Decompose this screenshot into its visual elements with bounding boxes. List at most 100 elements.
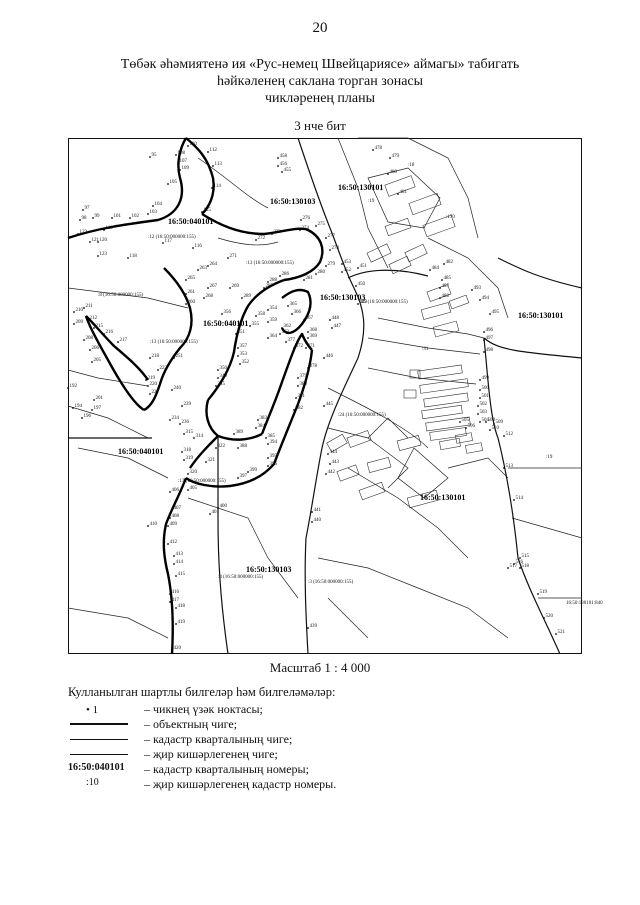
boundary-point-number: 496 <box>486 328 494 333</box>
boundary-point-number: 358 <box>258 312 266 317</box>
parcel-boundary-segment <box>427 237 509 319</box>
boundary-point-number: 501 <box>482 394 490 399</box>
boundary-point-number: 414 <box>176 560 184 565</box>
boundary-point-number: 388 <box>240 444 248 449</box>
boundary-point-number: 322 <box>218 444 226 449</box>
parcel-number-label: :3 (16:50:000000:155) <box>308 580 353 585</box>
boundary-point-number: 321 <box>208 458 216 463</box>
boundary-point-number: 97 <box>85 206 91 211</box>
boundary-point-number: 201 <box>96 396 104 401</box>
boundary-point-dot <box>293 409 295 411</box>
boundary-point-number: 417 <box>172 598 180 603</box>
boundary-point-dot <box>181 405 183 407</box>
boundary-point-dot <box>307 627 309 629</box>
boundary-point-dot <box>263 287 265 289</box>
boundary-point-dot <box>73 323 75 325</box>
boundary-point-number: 354 <box>270 306 278 311</box>
boundary-point-number: 418 <box>178 604 186 609</box>
parcel-number-label: :19 <box>368 199 375 204</box>
boundary-point-number: 442 <box>328 470 336 475</box>
boundary-point-number: 449 <box>360 300 368 305</box>
boundary-point-number: 118 <box>130 254 138 259</box>
legend-title: Кулланылган шартлы билгеләр һәм билгеләм… <box>68 685 336 699</box>
boundary-point-number: 445 <box>326 402 334 407</box>
boundary-point-number: 510 <box>492 426 500 431</box>
boundary-point-number: 114 <box>214 184 222 189</box>
object-boundary-segment <box>84 315 145 412</box>
boundary-point-dot <box>465 427 467 429</box>
building-outline <box>408 192 442 216</box>
boundary-point-dot <box>307 331 309 333</box>
building-outline <box>448 294 470 310</box>
boundary-point-number: 450 <box>358 282 366 287</box>
boundary-point-number: 377 <box>288 338 296 343</box>
boundary-point-dot <box>227 257 229 259</box>
boundary-point-number: 520 <box>546 614 554 619</box>
parcel-boundary-segment <box>447 457 509 479</box>
parcel-number-label: :13 (16:50:000000:155) <box>150 340 198 345</box>
boundary-point-dot <box>305 347 307 349</box>
boundary-point-number: 503 <box>480 410 488 415</box>
boundary-point-dot <box>129 217 131 219</box>
boundary-point-dot <box>293 347 295 349</box>
parcel-boundary-segment <box>67 607 169 639</box>
building-outline <box>422 214 456 238</box>
building-outline <box>439 437 461 451</box>
boundary-point-dot <box>97 255 99 257</box>
boundary-point-number: 485 <box>444 276 452 281</box>
boundary-point-number: 206 <box>92 346 100 351</box>
cadastral-map: 16:50:13010116:50:13010316:50:04010116:5… <box>67 137 603 655</box>
boundary-point-dot <box>73 311 75 313</box>
boundary-point-dot <box>149 357 151 359</box>
boundary-point-number: 446 <box>326 354 334 359</box>
boundary-point-number: 194 <box>75 404 83 409</box>
boundary-point-number: 380 <box>300 382 308 387</box>
boundary-point-number: 236 <box>182 420 190 425</box>
boundary-point-number: 102 <box>132 214 140 219</box>
boundary-point-dot <box>295 397 297 399</box>
boundary-point-number: 405 <box>190 486 198 491</box>
boundary-point-number: 217 <box>120 338 128 343</box>
legend-item-quarter-number: 16:50:040101 – кадастр кварталының номер… <box>68 762 588 777</box>
boundary-point-dot <box>323 405 325 407</box>
object-boundary-segment <box>201 212 324 282</box>
thin-line-symbol <box>70 754 128 755</box>
building-outline <box>326 433 348 453</box>
parcel-boundary-segment <box>397 447 449 499</box>
boundary-point-number: 505 <box>462 418 470 423</box>
boundary-point-number: 495 <box>492 310 500 315</box>
boundary-point-dot <box>149 156 151 158</box>
boundary-point-dot <box>117 341 119 343</box>
boundary-point-number: 286 <box>282 272 290 277</box>
parcel-boundary-segment <box>367 337 481 355</box>
boundary-point-number: 440 <box>314 518 322 523</box>
parcel-number-label: :19 <box>546 455 553 460</box>
boundary-point-number: 319 <box>186 456 194 461</box>
boundary-point-dot <box>267 281 269 283</box>
boundary-point-number: 453 <box>344 260 352 265</box>
quarter-boundary-segment <box>483 337 561 655</box>
parcel-boundary-segment <box>67 369 149 387</box>
boundary-point-number: 447 <box>334 324 342 329</box>
boundary-point-dot <box>255 315 257 317</box>
legend-item-parcel-boundary: – җир кишәрлегенең чиге; <box>68 747 588 762</box>
boundary-point-dot <box>327 453 329 455</box>
boundary-point-number: 499 <box>482 376 490 381</box>
boundary-point-number: 239 <box>184 402 192 407</box>
boundary-point-number: 98 <box>82 216 88 221</box>
boundary-point-dot <box>285 341 287 343</box>
boundary-point-dot <box>267 337 269 339</box>
boundary-point-dot <box>171 509 173 511</box>
boundary-point-dot <box>145 379 147 381</box>
boundary-point-dot <box>303 319 305 321</box>
boundary-point-dot <box>235 333 237 335</box>
quarter-boundary-segment <box>347 269 429 279</box>
boundary-point-dot <box>555 633 557 635</box>
boundary-point-dot <box>175 154 177 156</box>
boundary-point-dot <box>79 219 81 221</box>
boundary-point-dot <box>81 417 83 419</box>
quarter-number-label: 16:50:040101 <box>168 217 213 226</box>
boundary-point-dot <box>97 241 99 243</box>
boundary-point-dot <box>267 309 269 311</box>
legend-symbol-point: • 1 <box>68 702 144 717</box>
